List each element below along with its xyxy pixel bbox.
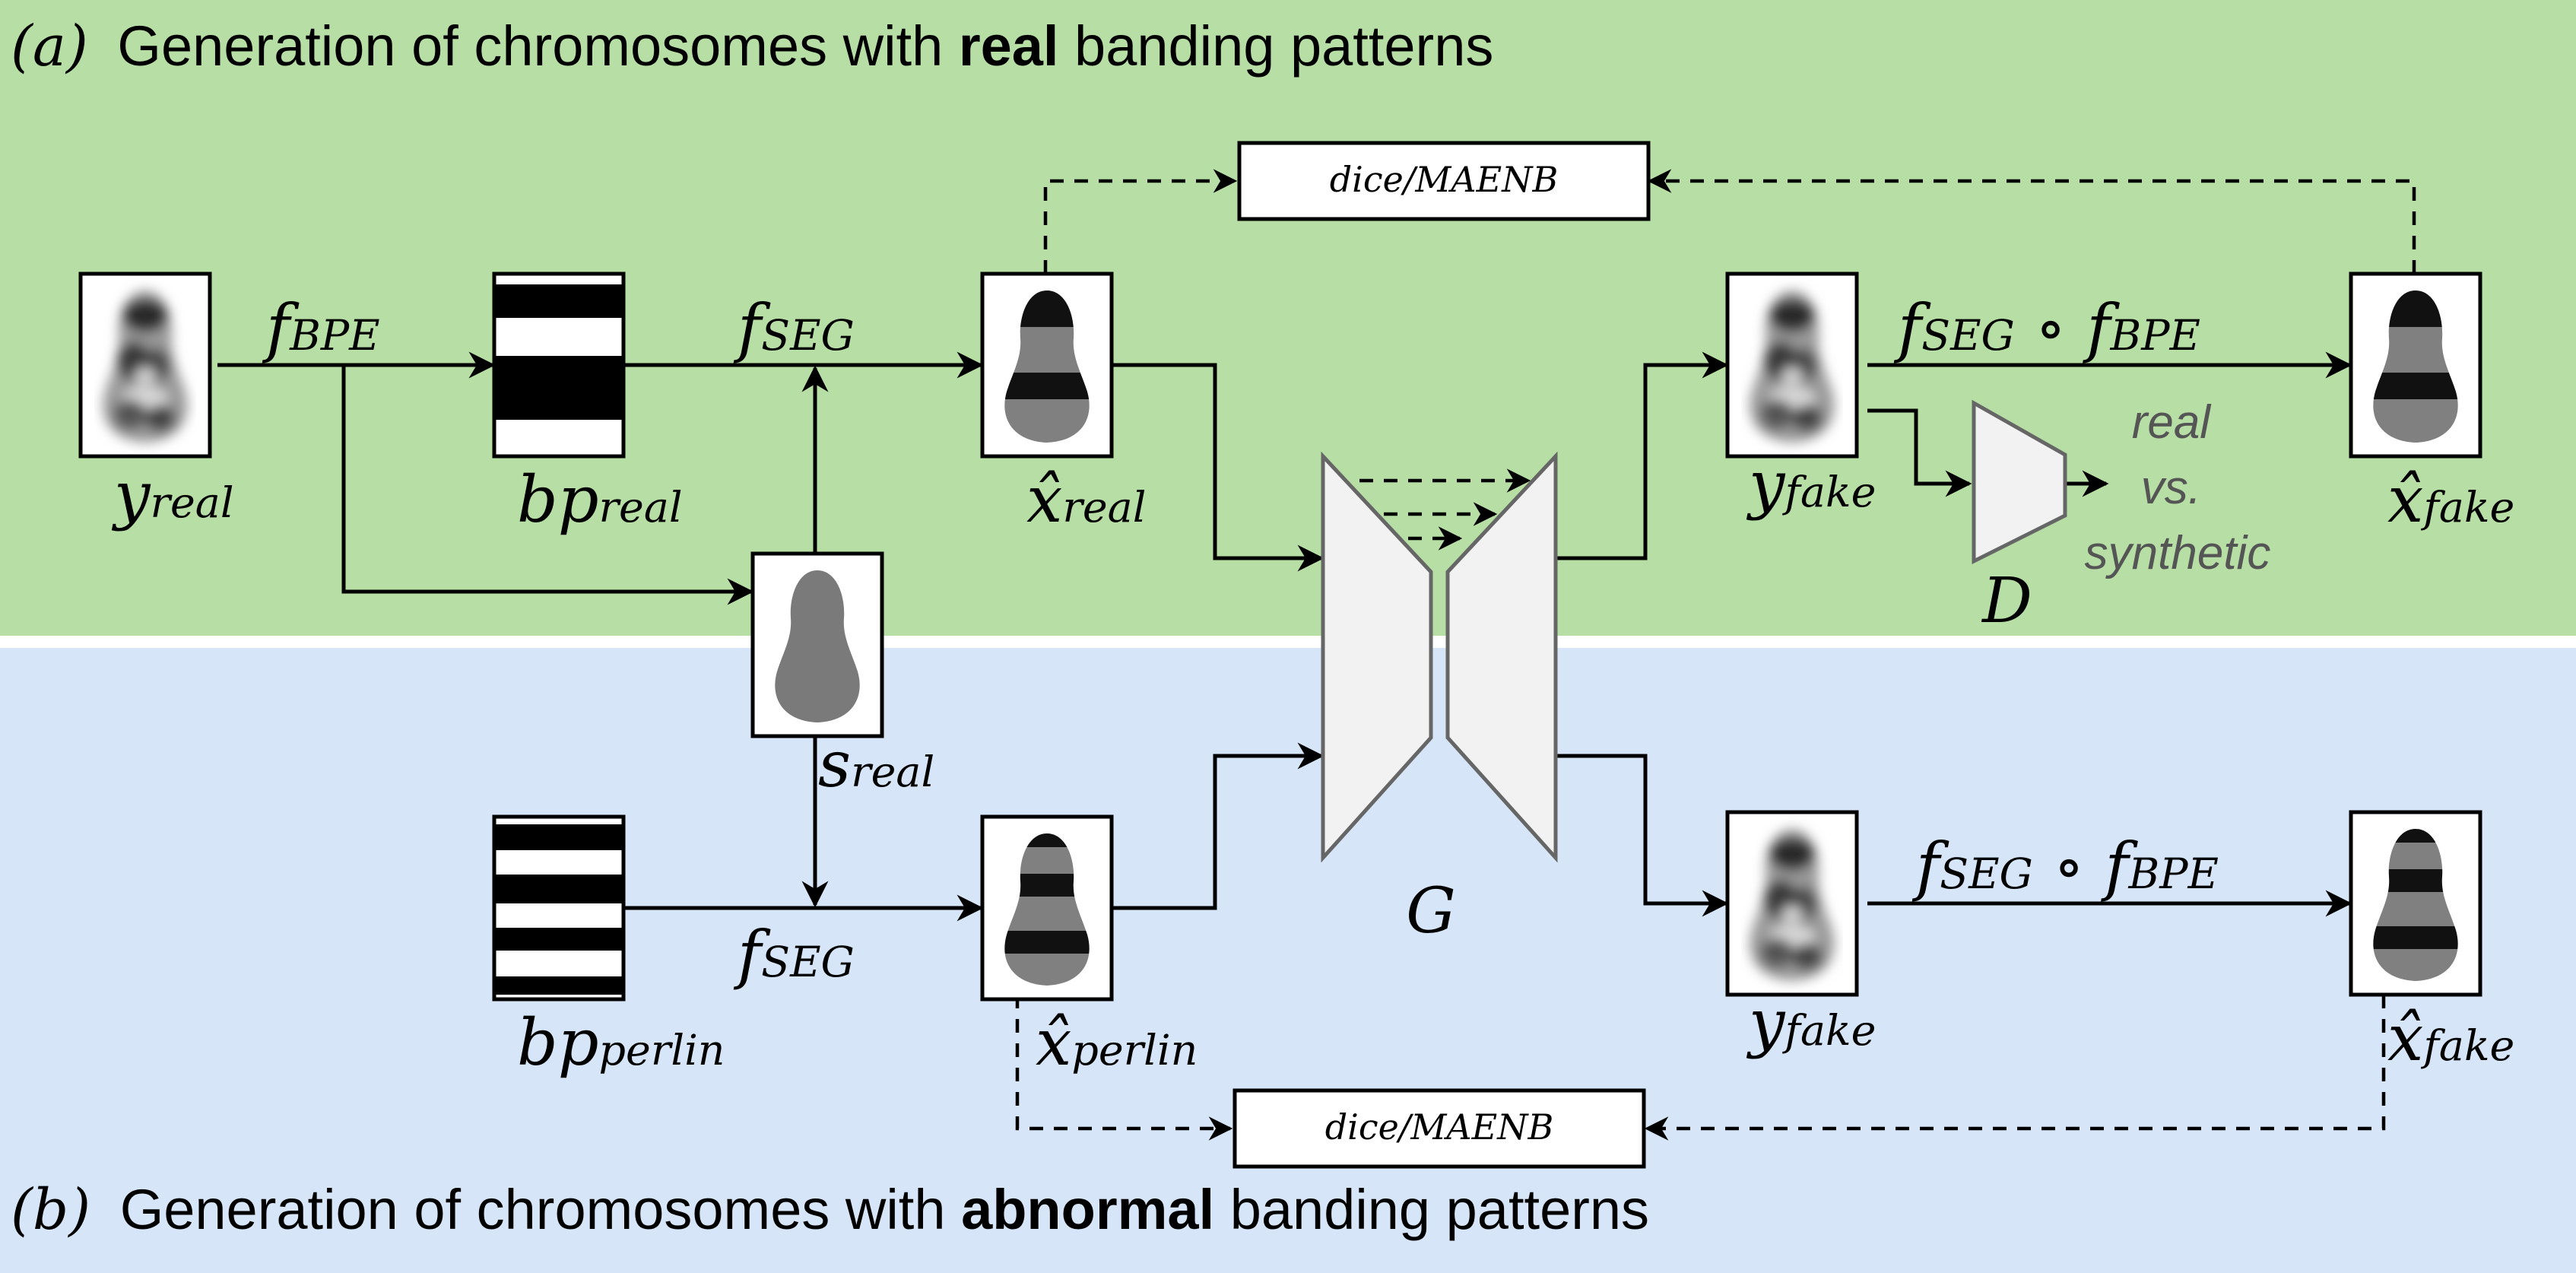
edge-label-compose-top: fSEG ∘ fBPE (1893, 290, 2200, 365)
label-xhat-perlin: x̂perlin (1036, 1005, 1198, 1080)
discriminator-block (1972, 399, 2067, 565)
y-fake-bottom-tile (1725, 810, 1859, 997)
xhat-perlin-tile (980, 814, 1114, 1002)
edge-label-compose-bottom: fSEG ∘ fBPE (1911, 829, 2219, 903)
section-b-background (0, 648, 2576, 1273)
edge-label-f-bpe: fBPE (262, 290, 380, 365)
label-xhat-fake-top: x̂fake (2387, 462, 2514, 537)
generator-encoder (1321, 451, 1433, 863)
section-a-title: (a) Generation of chromosomes with real … (11, 14, 1493, 79)
svg-text:dice/MAENB: dice/MAENB (1330, 159, 1559, 200)
bp-real-tile (492, 271, 626, 459)
edge-label-f-seg-top: fSEG (733, 290, 855, 365)
generator-label: G (1406, 875, 1456, 948)
loss-connections (1015, 169, 2416, 1141)
generator-decoder (1445, 451, 1558, 863)
label-y-real: yreal (111, 458, 234, 532)
section-divider (0, 636, 2576, 648)
loss-box-top: dice/MAENB (1237, 141, 1651, 221)
label-bp-perlin: bpperlin (517, 1005, 725, 1080)
discriminator-output: real vs. synthetic (2085, 396, 2271, 579)
s-real-tile (750, 551, 884, 738)
section-a-background (0, 0, 2576, 636)
label-xhat-fake-bottom: x̂fake (2387, 1001, 2514, 1075)
label-s-real: sreal (818, 727, 934, 802)
xhat-real-tile (980, 271, 1114, 459)
label-xhat-real: x̂real (1026, 462, 1146, 537)
label-bp-real: bpreal (517, 462, 683, 537)
xhat-fake-top-tile (2349, 271, 2482, 459)
svg-text:dice/MAENB: dice/MAENB (1325, 1106, 1554, 1148)
connections (217, 351, 2352, 922)
generator-block (1321, 451, 1558, 863)
xhat-fake-bottom-tile (2349, 810, 2482, 997)
y-real-tile (78, 271, 212, 459)
label-y-fake-top: yfake (1746, 447, 1876, 522)
section-b-title: (b) Generation of chromosomes with abnor… (11, 1177, 1649, 1243)
label-y-fake-bottom: yfake (1746, 986, 1876, 1060)
discriminator-label: D (1981, 565, 2032, 637)
y-fake-top-tile (1725, 271, 1859, 459)
bp-perlin-tile (492, 814, 626, 1002)
loss-box-bottom: dice/MAENB (1232, 1088, 1646, 1169)
edge-label-f-seg-bottom: fSEG (733, 917, 855, 992)
